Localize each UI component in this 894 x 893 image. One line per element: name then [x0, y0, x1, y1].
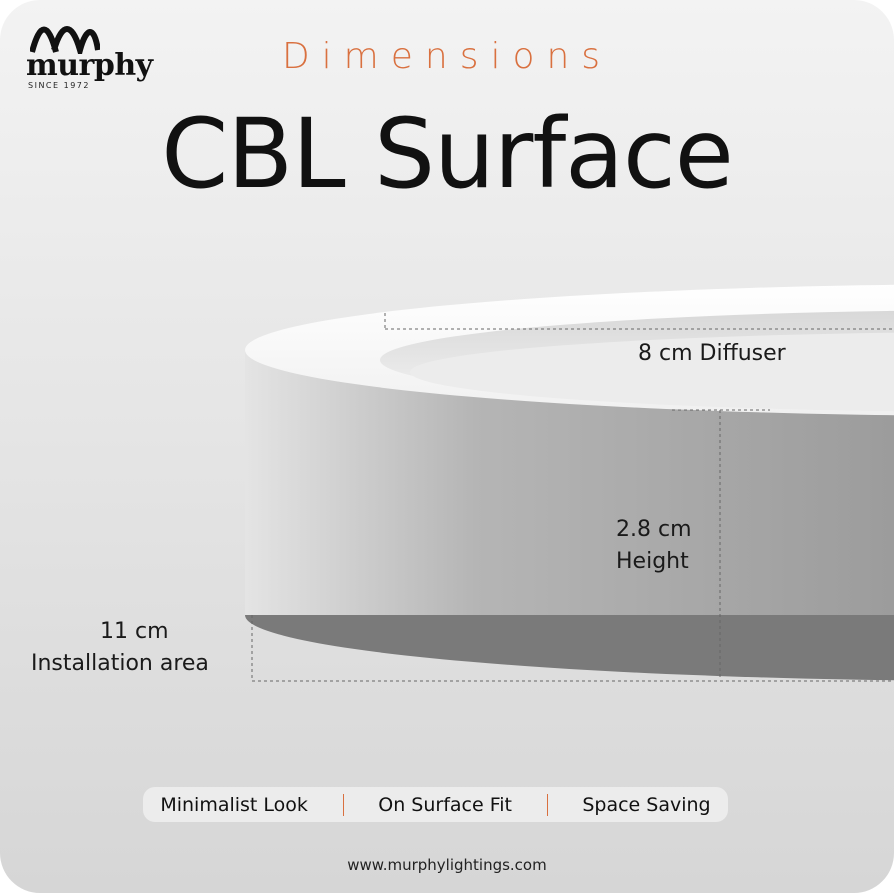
feature-on-surface-fit: On Surface Fit: [378, 793, 512, 816]
feature-minimalist-look: Minimalist Look: [160, 793, 308, 816]
page-subtitle: Dimensions: [281, 36, 613, 77]
murphy-m-logo-icon: [30, 26, 100, 54]
install-value: 11 cm: [100, 619, 169, 644]
website-url: www.murphylightings.com: [347, 856, 547, 874]
page-title: CBL Surface: [161, 98, 734, 210]
feature-divider: [546, 793, 548, 816]
install-label: Installation area: [31, 651, 209, 676]
light-fixture: [245, 284, 894, 681]
feature-bar: Minimalist Look On Surface Fit Space Sav…: [143, 787, 728, 822]
height-label: Height: [616, 549, 689, 574]
feature-space-saving: Space Saving: [582, 793, 711, 816]
height-value: 2.8 cm: [616, 517, 692, 542]
brand-name: murphy: [26, 48, 153, 83]
brand-tagline: SINCE 1972: [28, 81, 90, 90]
feature-divider: [342, 793, 344, 816]
diffuser-label: 8 cm Diffuser: [638, 341, 786, 366]
brand-logo: murphy SINCE 1972: [26, 22, 166, 92]
dimension-lines: [251, 313, 894, 682]
